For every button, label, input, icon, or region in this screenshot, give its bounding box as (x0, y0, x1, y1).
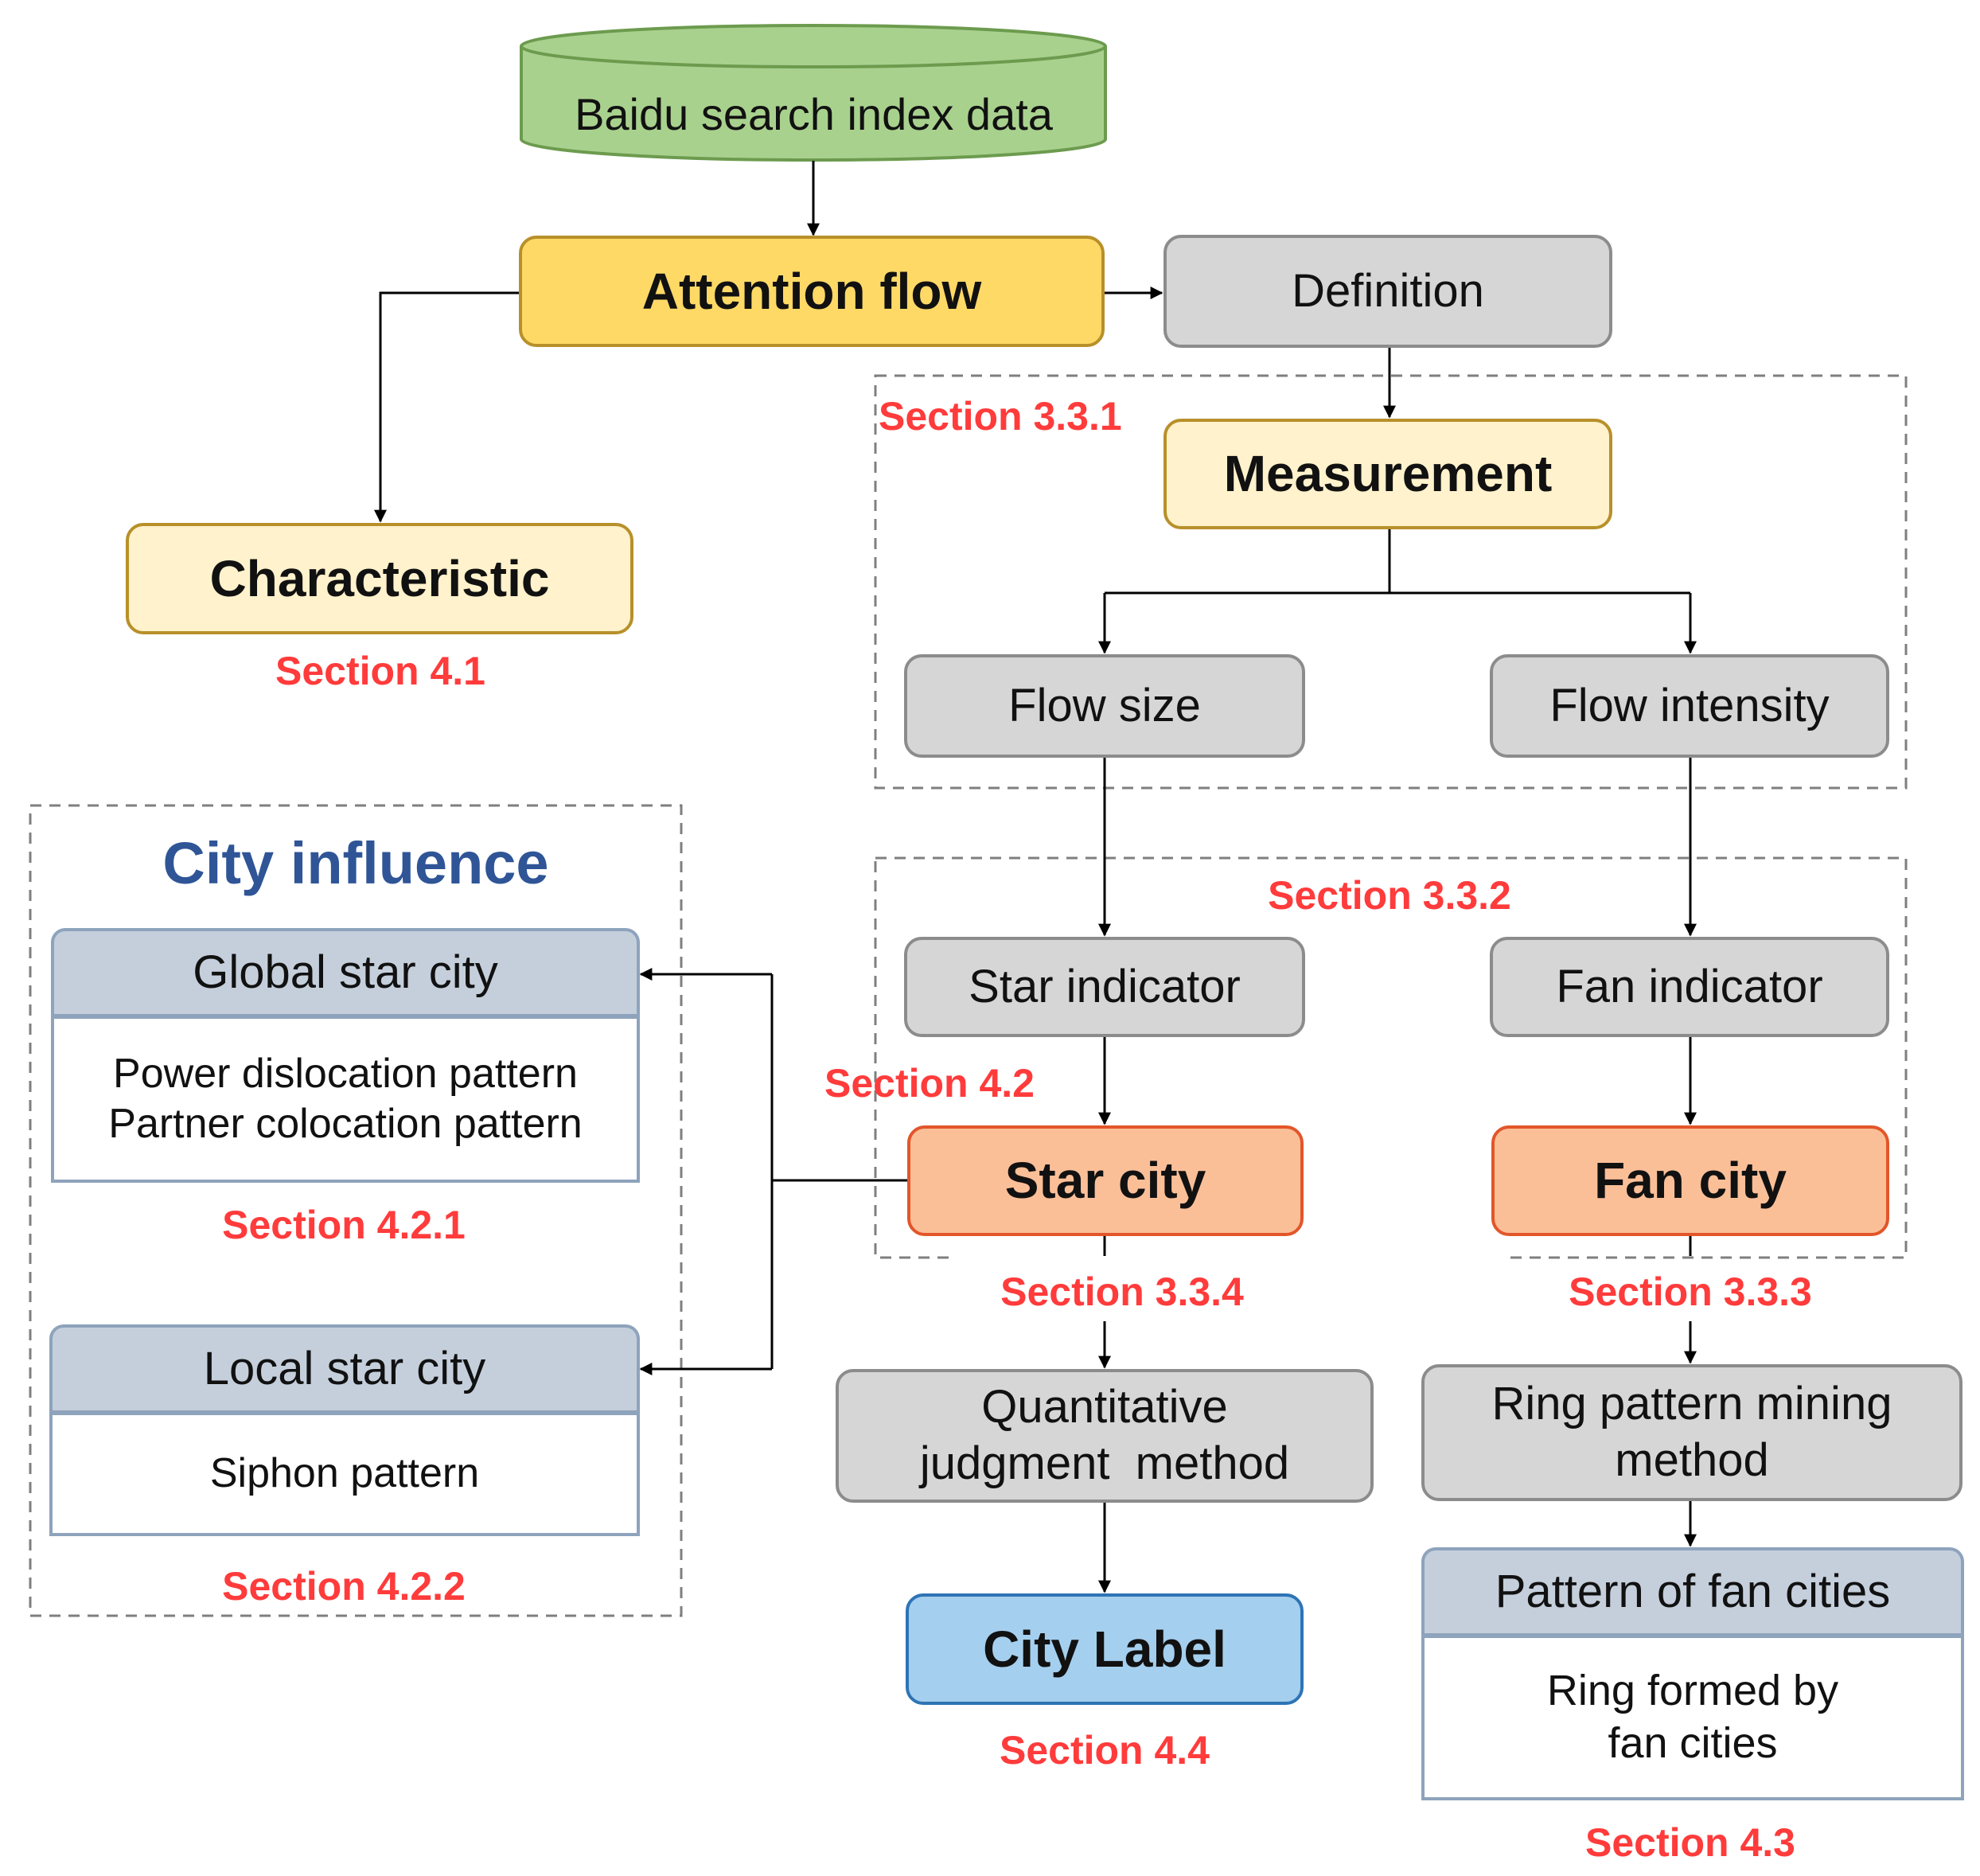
definition-label: Definition (1292, 264, 1484, 317)
measurement-label: Measurement (1223, 445, 1553, 503)
fan-city-label: Fan city (1594, 1152, 1787, 1210)
fan-pattern-body: Ring formed by fan cities (1421, 1635, 1964, 1800)
source-label: Baidu search index data (575, 88, 1053, 139)
measurement-box: Measurement (1163, 419, 1612, 529)
global-star-city-label: Global star city (193, 946, 498, 998)
ring-mining-line-1: Ring pattern mining (1491, 1378, 1892, 1430)
arrow-attention-to-characteristic (374, 291, 519, 523)
frame-section-332 (874, 856, 1908, 1259)
fan-indicator-box: Fan indicator (1490, 937, 1889, 1037)
star-city-box: Star city (907, 1125, 1304, 1236)
section-label-422: Section 4.2.2 (222, 1564, 466, 1609)
section-label-44: Section 4.4 (1000, 1728, 1210, 1773)
flow-intensity-box: Flow intensity (1490, 654, 1889, 758)
section-label-43: Section 4.3 (1585, 1820, 1795, 1865)
quantitative-method-box: Quantitative judgment method (836, 1369, 1374, 1503)
frame-section-331 (874, 374, 1908, 790)
star-indicator-box: Star indicator (904, 937, 1305, 1037)
flow-size-label: Flow size (1008, 679, 1201, 731)
characteristic-label: Characteristic (209, 549, 550, 607)
section-label-334: Section 3.3.4 (1000, 1270, 1244, 1314)
city-label-box: City Label (906, 1593, 1304, 1705)
ring-mining-method-box: Ring pattern mining method (1421, 1364, 1962, 1501)
local-star-city-header: Local star city (49, 1324, 640, 1414)
fan-pattern-header: Pattern of fan cities (1421, 1547, 1964, 1636)
section-label-421: Section 4.2.1 (222, 1203, 466, 1247)
fan-pattern-header-label: Pattern of fan cities (1495, 1565, 1891, 1617)
ring-mining-line-2: method (1615, 1434, 1769, 1486)
quantitative-line-2: judgment method (919, 1437, 1290, 1489)
star-city-label: Star city (1004, 1152, 1206, 1210)
fan-pattern-line-2: fan cities (1608, 1719, 1778, 1767)
fan-indicator-label: Fan indicator (1556, 960, 1823, 1012)
local-star-city-body: Siphon pattern (49, 1412, 640, 1536)
local-star-city-label: Local star city (203, 1342, 486, 1394)
section-label-333: Section 3.3.3 (1569, 1270, 1812, 1314)
section-label-41: Section 4.1 (275, 649, 485, 693)
flow-size-box: Flow size (904, 654, 1305, 758)
city-influence-title: City influence (162, 830, 549, 896)
star-indicator-label: Star indicator (969, 960, 1241, 1012)
flow-intensity-label: Flow intensity (1549, 679, 1830, 731)
definition-box: Definition (1163, 235, 1612, 348)
frame-city-influence (29, 804, 683, 1617)
global-pattern-line-1: Power dislocation pattern (113, 1050, 578, 1097)
local-pattern-line-1: Siphon pattern (209, 1450, 480, 1497)
fan-pattern-line-1: Ring formed by (1546, 1667, 1839, 1715)
section-label-42: Section 4.2 (824, 1061, 1035, 1106)
attention-flow-label: Attention flow (641, 262, 982, 320)
global-pattern-line-2: Partner colocation pattern (108, 1101, 583, 1147)
database-cylinder-icon (520, 24, 1107, 162)
section-label-332: Section 3.3.2 (1268, 873, 1511, 918)
global-star-city-header: Global star city (51, 928, 640, 1017)
quantitative-line-1: Quantitative (981, 1381, 1228, 1433)
fan-city-box: Fan city (1491, 1125, 1889, 1236)
city-label-text: City Label (983, 1620, 1226, 1678)
attention-flow-box: Attention flow (519, 236, 1105, 347)
section-label-331: Section 3.3.1 (879, 394, 1122, 439)
global-star-city-body: Power dislocation pattern Partner coloca… (51, 1016, 640, 1183)
characteristic-box: Characteristic (126, 523, 633, 634)
